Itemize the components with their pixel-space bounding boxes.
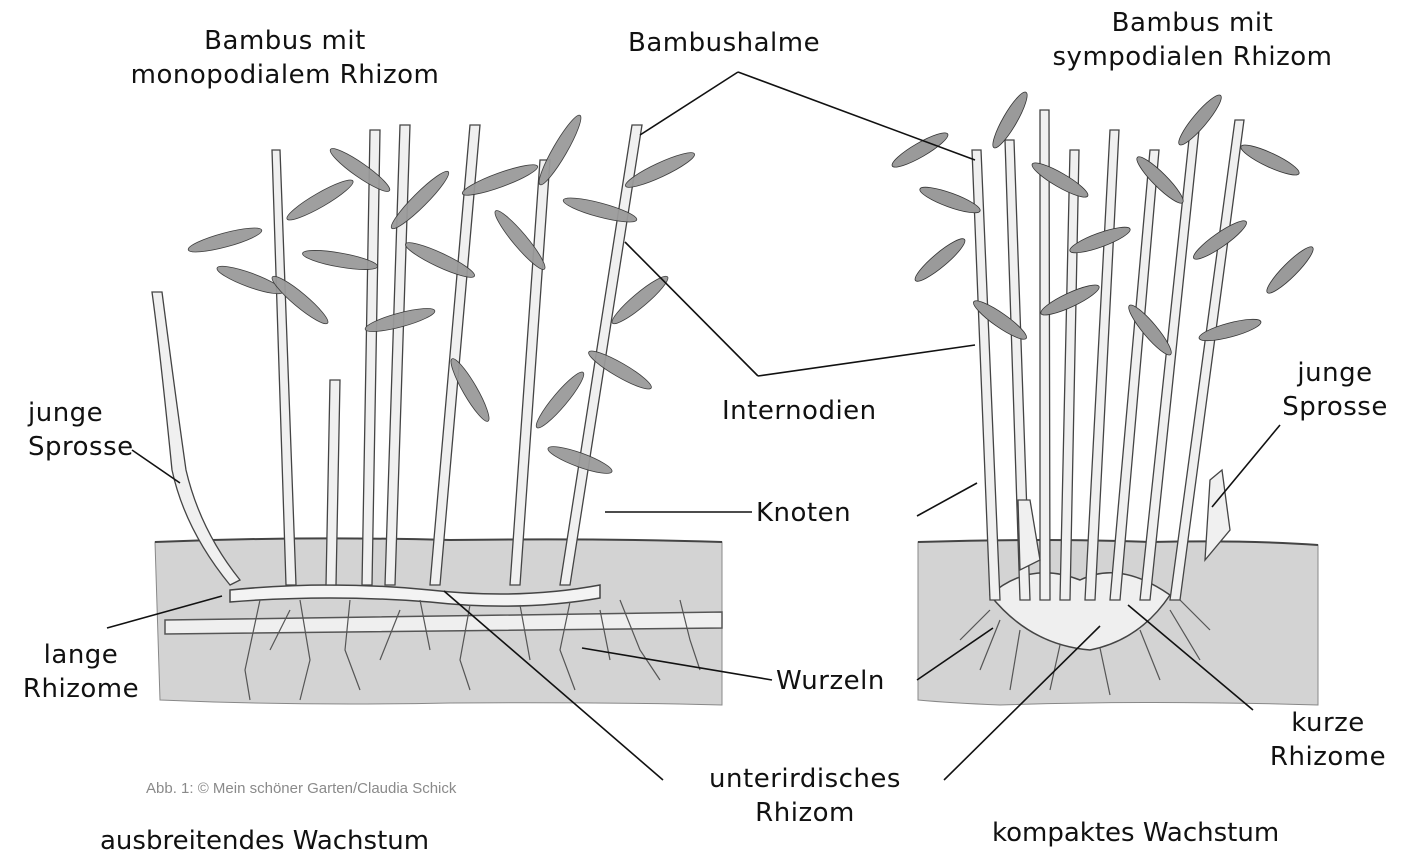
right-title-line2: sympodialen Rhizom xyxy=(1020,40,1365,74)
label-kurze-rhizome: kurze Rhizome xyxy=(1258,706,1398,774)
left-caption: ausbreitendes Wachstum xyxy=(100,826,429,856)
leader-knoten-right xyxy=(917,483,977,516)
lange-line1: lange xyxy=(6,638,156,672)
junge-left-line2: Sprosse xyxy=(28,430,134,464)
label-wurzeln: Wurzeln xyxy=(776,664,885,698)
left-title: Bambus mit monopodialem Rhizom xyxy=(100,24,470,92)
right-title: Bambus mit sympodialen Rhizom xyxy=(1020,6,1365,74)
leader-halme-left xyxy=(640,72,738,135)
leader-halme-right xyxy=(738,72,975,160)
kurze-line1: kurze xyxy=(1258,706,1398,740)
leader-internodien-right xyxy=(758,345,975,376)
kurze-line2: Rhizome xyxy=(1258,740,1398,774)
left-plant xyxy=(152,112,722,705)
unter-line2: Rhizom xyxy=(680,796,930,830)
lange-line2: Rhizome xyxy=(6,672,156,706)
label-internodien: Internodien xyxy=(722,394,877,428)
label-lange-rhizome: lange Rhizome xyxy=(6,638,156,706)
left-foliage xyxy=(186,112,697,478)
label-knoten: Knoten xyxy=(756,496,851,530)
right-title-line1: Bambus mit xyxy=(1020,6,1365,40)
junge-left-line1: junge xyxy=(28,396,134,430)
label-junge-sprosse-right: junge Sprosse xyxy=(1270,356,1400,424)
right-caption: kompaktes Wachstum xyxy=(992,818,1279,848)
right-culms xyxy=(972,110,1244,600)
left-title-line2: monopodialem Rhizom xyxy=(100,58,470,92)
leader-junge-right xyxy=(1212,425,1280,507)
unter-line1: unterirdisches xyxy=(680,762,930,796)
label-junge-sprosse-left: junge Sprosse xyxy=(28,396,134,464)
left-culms xyxy=(152,125,642,585)
label-bambushalme: Bambushalme xyxy=(628,26,820,60)
label-unterirdisches-rhizom: unterirdisches Rhizom xyxy=(680,762,930,830)
leader-internodien-left xyxy=(625,242,758,376)
left-title-line1: Bambus mit xyxy=(100,24,470,58)
image-credit: Abb. 1: © Mein schöner Garten/Claudia Sc… xyxy=(146,780,456,797)
right-plant xyxy=(889,89,1318,705)
junge-right-line2: Sprosse xyxy=(1270,390,1400,424)
junge-right-line1: junge xyxy=(1270,356,1400,390)
